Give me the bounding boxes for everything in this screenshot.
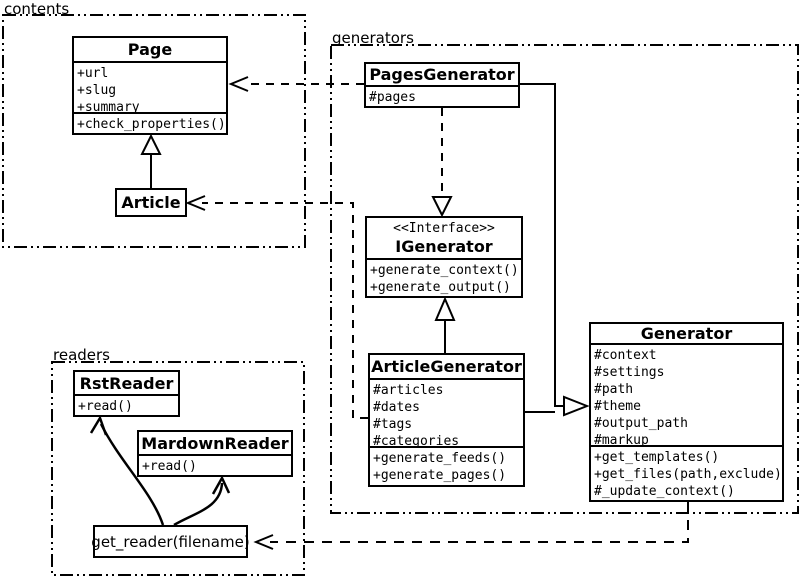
class-igenerator-title: <<Interface>> IGenerator	[367, 218, 521, 260]
method: +get_files(path,exclude)	[594, 467, 782, 482]
class-generator-attributes: #context #settings #path #theme #output_…	[591, 345, 782, 448]
class-pagesgenerator: PagesGenerator #pages	[364, 62, 520, 108]
attribute: #output_path	[594, 416, 688, 431]
edge-getreader-to-rstreader	[89, 415, 165, 526]
edge-pagesgenerator-to-page	[228, 76, 364, 92]
class-generator: Generator #context #settings #path #them…	[589, 322, 784, 502]
class-rstreader-title: RstReader	[75, 372, 178, 396]
edge-generator-to-getreader	[253, 502, 689, 550]
package-readers-label: readers	[53, 346, 110, 364]
attribute: +slug	[77, 83, 117, 98]
attribute: +url	[77, 66, 109, 81]
package-contents-label: contents	[4, 0, 70, 18]
method: +get_templates()	[594, 450, 720, 465]
class-rstreader: RstReader +read()	[73, 370, 180, 417]
attribute: #context	[594, 348, 657, 363]
class-page: Page +url +slug +summary +check_properti…	[72, 36, 228, 135]
attribute: #pages	[369, 90, 416, 105]
class-article-title: Article	[121, 193, 181, 212]
class-igenerator: <<Interface>> IGenerator +generate_conte…	[365, 216, 523, 298]
class-mardownreader-title: MardownReader	[139, 432, 291, 456]
edge-generators-to-generator	[520, 83, 590, 417]
method: +generate_pages()	[373, 468, 507, 483]
method: +generate_context()	[370, 263, 519, 278]
edge-articlegenerator-to-article	[185, 195, 368, 419]
class-pagesgenerator-title: PagesGenerator	[366, 64, 518, 87]
edge-pagesgenerator-to-igenerator	[431, 108, 453, 218]
class-pagesgenerator-attributes: #pages	[366, 87, 518, 106]
class-rstreader-methods: +read()	[75, 396, 178, 415]
edge-getreader-to-mardownreader	[173, 475, 231, 527]
class-mardownreader-methods: +read()	[139, 456, 291, 475]
function-get-reader-label: get_reader(filename)	[91, 532, 250, 551]
class-igenerator-methods: +generate_context() +generate_output()	[367, 260, 521, 296]
function-get-reader: get_reader(filename)	[91, 525, 250, 558]
method: #_update_context()	[594, 484, 735, 499]
class-page-attributes: +url +slug +summary	[74, 63, 226, 115]
package-generators-border	[330, 44, 799, 514]
method: +read()	[78, 399, 133, 414]
class-page-title: Page	[74, 38, 226, 63]
attribute: #theme	[594, 399, 641, 414]
class-page-methods: +check_properties()	[74, 114, 226, 133]
class-articlegenerator-methods: +generate_feeds() +generate_pages()	[370, 448, 523, 485]
attribute: #tags	[373, 417, 413, 432]
attribute: #settings	[594, 365, 665, 380]
method: +generate_feeds()	[373, 451, 507, 466]
class-generator-methods: +get_templates() +get_files(path,exclude…	[591, 447, 782, 500]
method: +generate_output()	[370, 280, 511, 295]
package-readers-border	[51, 361, 305, 576]
class-generator-title: Generator	[591, 324, 782, 345]
attribute: #categories	[373, 434, 460, 449]
attribute: #markup	[594, 433, 649, 448]
class-articlegenerator-attributes: #articles #dates #tags #categories	[370, 380, 523, 449]
edge-article-to-page	[140, 133, 162, 188]
class-igenerator-name: IGenerator	[395, 237, 493, 256]
class-igenerator-stereotype: <<Interface>>	[393, 221, 495, 236]
package-generators-label: generators	[332, 29, 414, 47]
class-articlegenerator-title: ArticleGenerator	[370, 355, 523, 380]
edge-articlegenerator-to-igenerator	[434, 296, 456, 353]
attribute: +summary	[77, 100, 140, 115]
method: +check_properties()	[77, 117, 226, 132]
method: +read()	[142, 459, 197, 474]
attribute: #dates	[373, 400, 420, 415]
attribute: #path	[594, 382, 634, 397]
class-mardownreader: MardownReader +read()	[137, 430, 293, 477]
attribute: #articles	[373, 383, 444, 398]
class-articlegenerator: ArticleGenerator #articles #dates #tags …	[368, 353, 525, 487]
package-contents-border	[2, 14, 306, 248]
class-article: Article	[115, 188, 187, 217]
